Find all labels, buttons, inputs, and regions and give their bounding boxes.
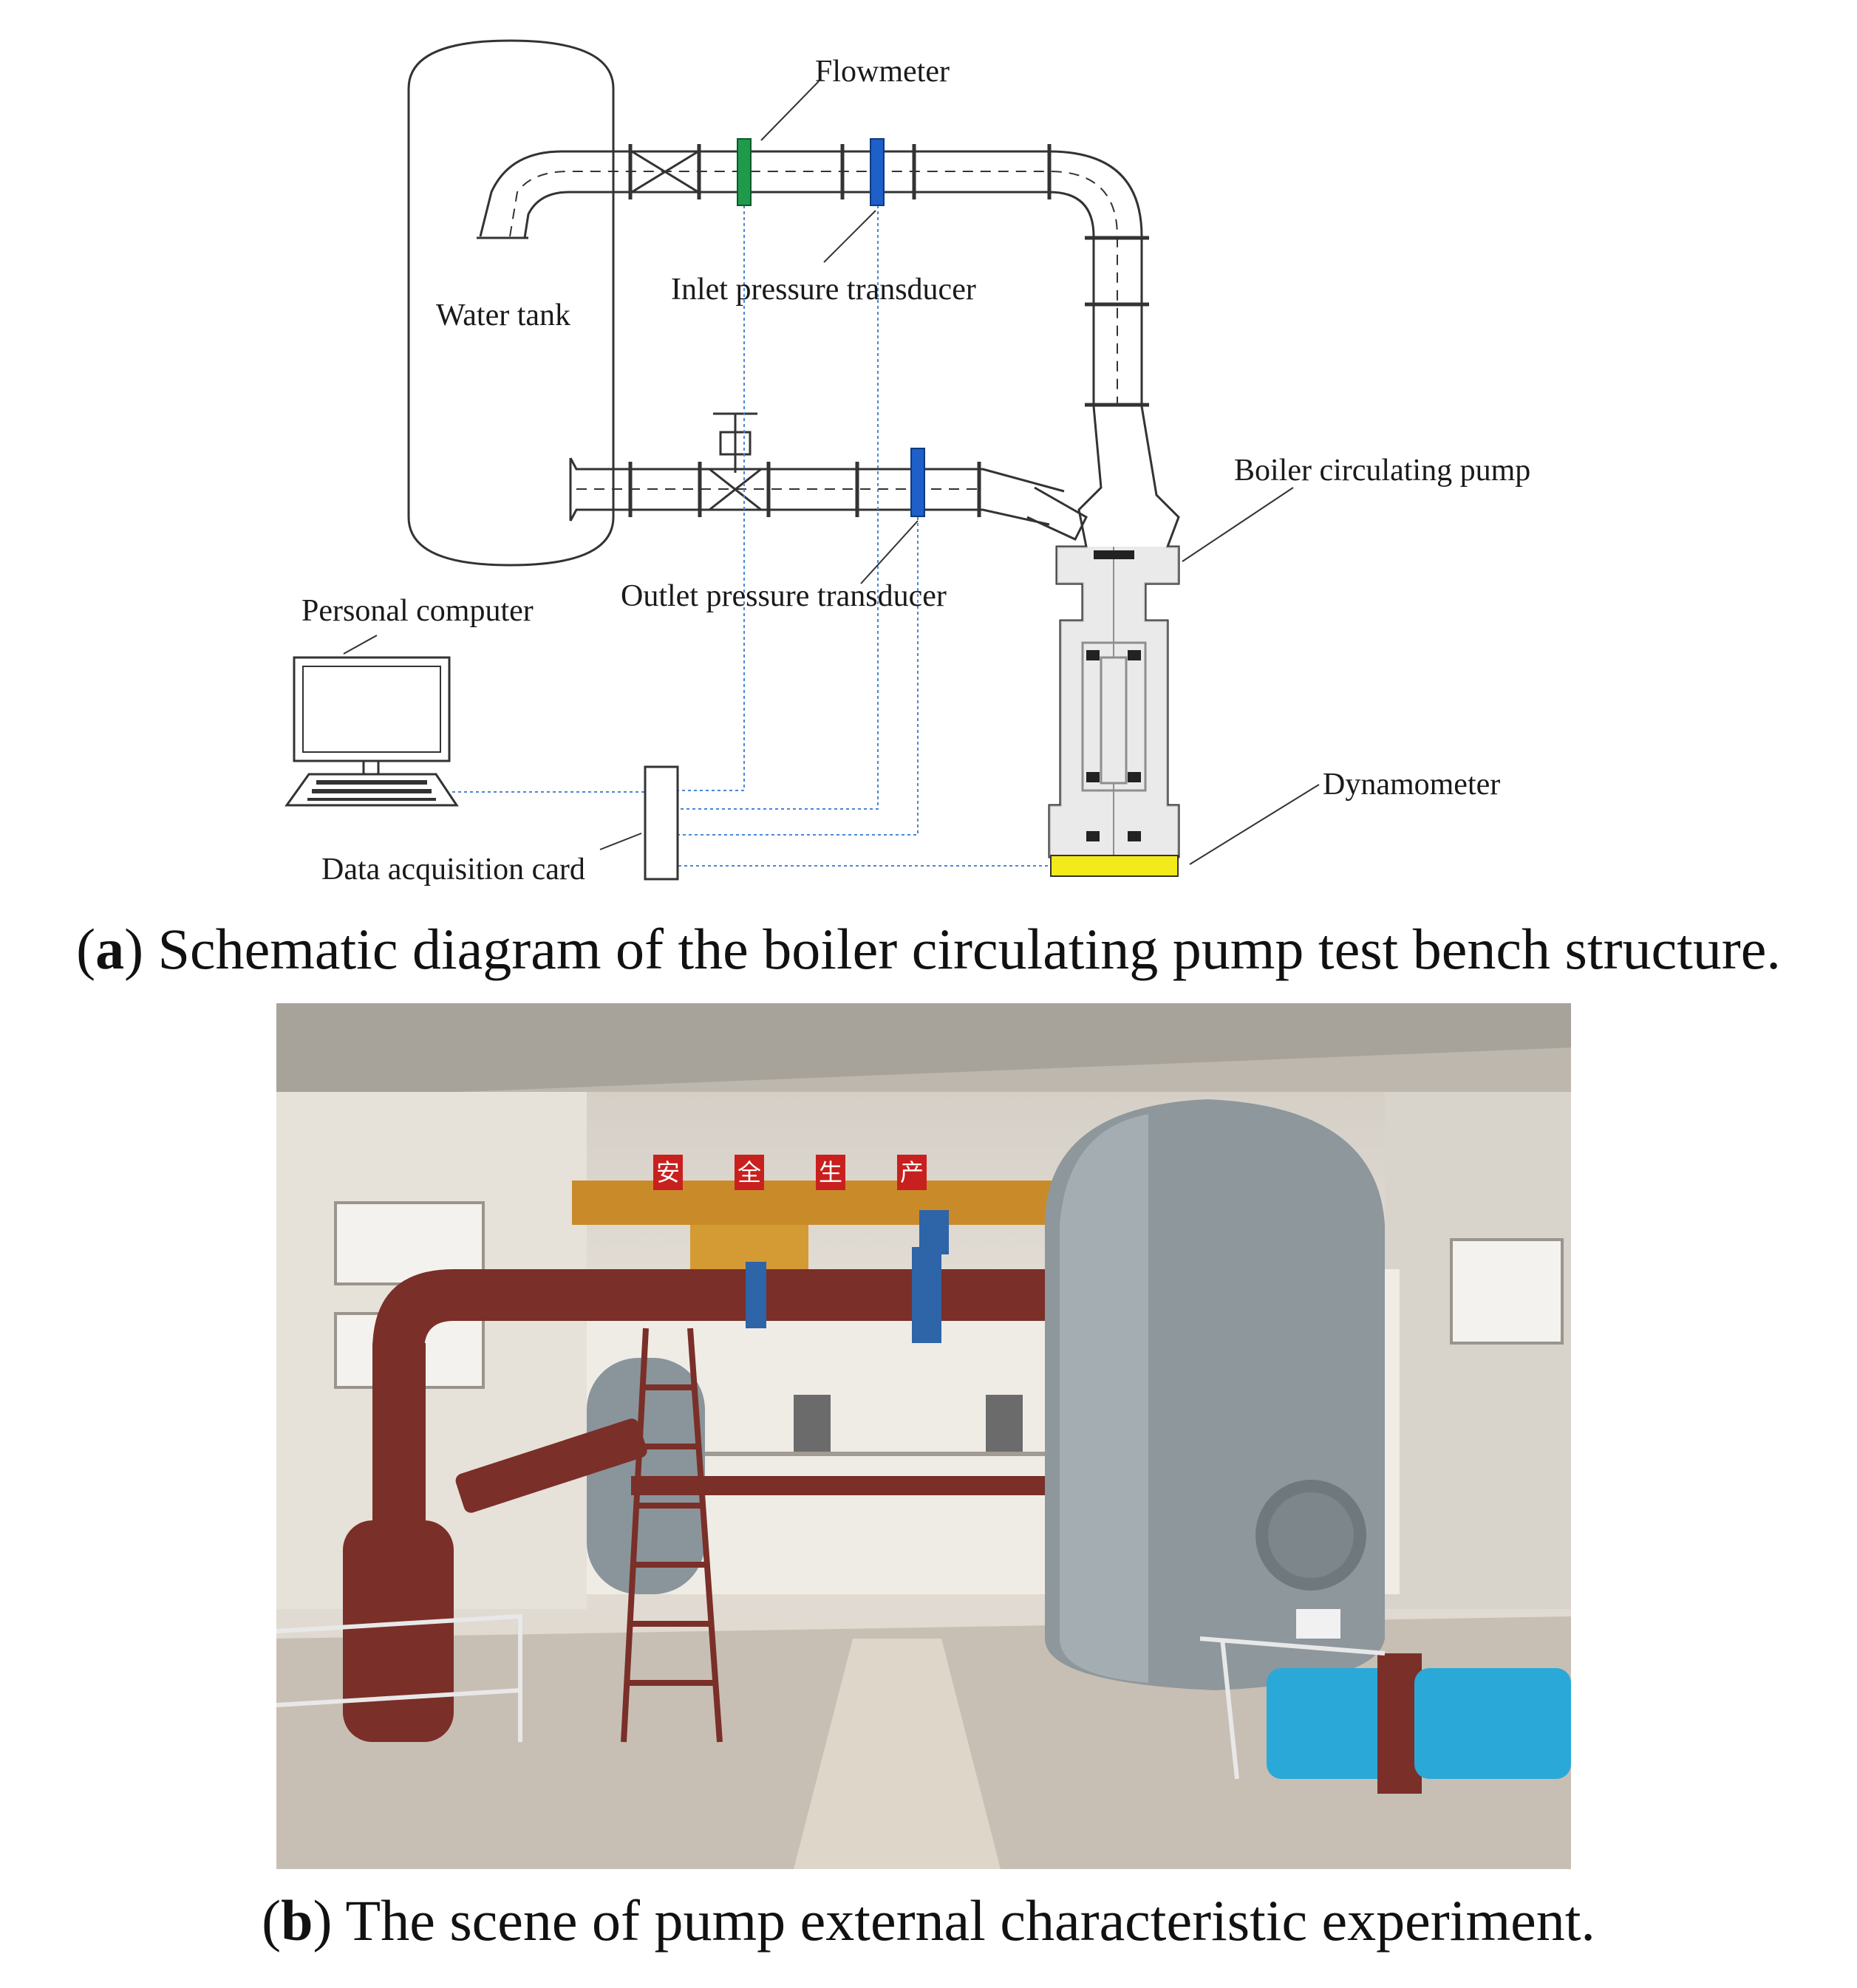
- label-inlet-pressure: Inlet pressure transducer: [671, 273, 976, 307]
- label-dynamometer: Dynamometer: [1323, 768, 1500, 802]
- banner-char-1: 安: [656, 1158, 680, 1186]
- caption-a-text: Schematic diagram of the boiler circulat…: [157, 917, 1781, 981]
- banner-char-3: 生: [819, 1158, 842, 1186]
- banner-char-2: 全: [737, 1158, 761, 1186]
- photo-tank: [1045, 1099, 1385, 1690]
- lower-globe-valve: [709, 412, 762, 511]
- caption-b-text: The scene of pump external characteristi…: [345, 1888, 1595, 1953]
- label-outlet-pressure: Outlet pressure transducer: [621, 579, 947, 613]
- caption-a: (a) Schematic diagram of the boiler circ…: [76, 917, 1781, 981]
- caption-a-letter: a: [95, 917, 125, 981]
- inlet-pressure-transducer-device: [870, 138, 885, 206]
- banner-char-4: 产: [900, 1158, 924, 1186]
- photo-motor: [1267, 1653, 1571, 1794]
- label-daq-card: Data acquisition card: [321, 853, 585, 887]
- safety-banner: 安 全 生 产: [653, 1155, 927, 1190]
- label-boiler-pump: Boiler circulating pump: [1234, 454, 1530, 488]
- flowmeter-device: [737, 138, 752, 206]
- caption-b: (b) The scene of pump external character…: [262, 1888, 1595, 1953]
- dynamometer-device: [1050, 855, 1179, 877]
- water-tank: [407, 39, 615, 567]
- lower-pipe: [569, 457, 1088, 541]
- label-personal-computer: Personal computer: [301, 594, 534, 628]
- label-flowmeter: Flowmeter: [815, 55, 950, 89]
- tank-suction-elbow: [479, 150, 628, 239]
- experiment-photo: 安 全 生 产: [276, 1003, 1571, 1869]
- daq-card-device: [644, 765, 679, 881]
- outlet-pressure-transducer-device: [910, 448, 925, 517]
- label-water-tank: Water tank: [436, 298, 570, 332]
- caption-b-letter: b: [281, 1888, 313, 1953]
- photo-pipe: [343, 1269, 1207, 1742]
- schematic-diagram: Flowmeter Inlet pressure transducer Wate…: [284, 39, 1530, 887]
- signal-lines: [452, 199, 1051, 867]
